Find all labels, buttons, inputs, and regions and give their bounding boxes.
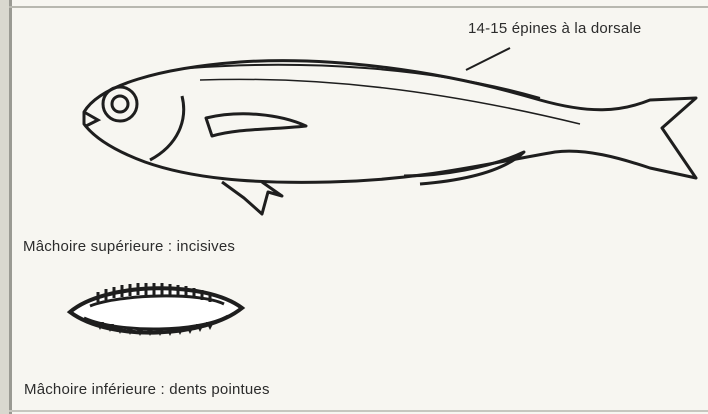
upper-jaw-label: Mâchoire supérieure : incisives — [23, 238, 235, 255]
lower-jaw-label: Mâchoire inférieure : dents pointues — [24, 381, 270, 398]
dorsal-spines-label: 14-15 épines à la dorsale — [468, 20, 641, 37]
dorsal-label-leader — [466, 48, 510, 70]
fish-body-outline — [84, 61, 696, 183]
fish-pectoral-fin — [206, 114, 306, 136]
fish-eye-inner — [112, 96, 128, 112]
fish-mouth — [84, 112, 98, 126]
fish-pelvic-fin — [222, 182, 282, 214]
fish-lateral-line — [200, 79, 580, 124]
upper-jaw-diagram — [70, 283, 242, 336]
fish-eye-outer — [103, 87, 137, 121]
fish-gill-line — [150, 96, 184, 160]
fish-dorsal-fin-line — [190, 65, 540, 98]
